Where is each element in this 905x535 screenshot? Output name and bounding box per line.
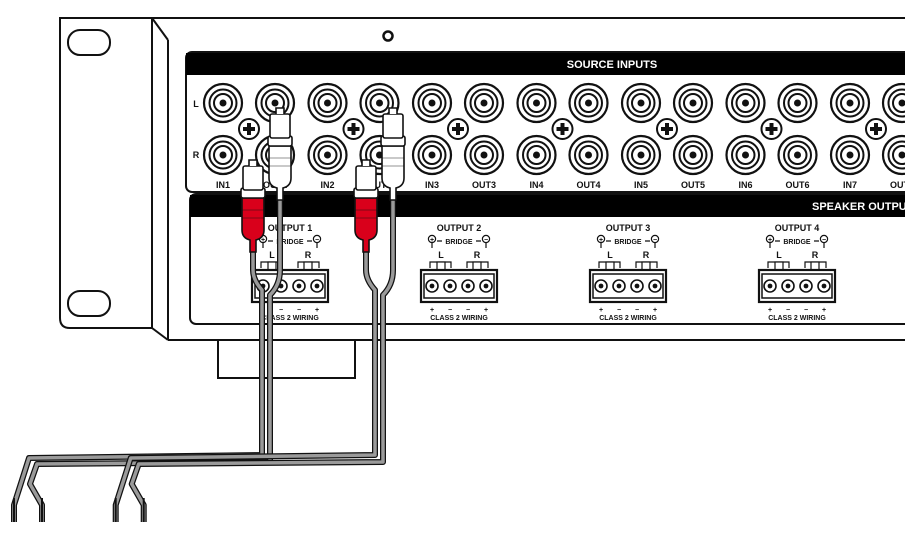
rca-jack-in5[interactable]: IN5 xyxy=(622,84,660,190)
rca-plug-white[interactable] xyxy=(268,108,292,200)
ground-screw-icon[interactable] xyxy=(448,119,468,139)
terminal-left-label: L xyxy=(776,250,782,260)
class2-wiring-label: CLASS 2 WIRING xyxy=(768,315,826,322)
rca-plug-white[interactable] xyxy=(381,108,405,200)
rca-jack-in2[interactable]: IN2 xyxy=(309,84,347,190)
terminal-block[interactable] xyxy=(421,270,497,302)
terminal-block[interactable] xyxy=(590,270,666,302)
terminal-polarity-label: − xyxy=(448,307,452,314)
ground-screw-icon[interactable] xyxy=(553,119,573,139)
terminal-right-label: R xyxy=(643,250,650,260)
rca-jack-label: OUT7 xyxy=(890,180,905,190)
rca-jack-label: OUT6 xyxy=(785,180,809,190)
terminal-polarity-label: − xyxy=(279,307,283,314)
terminal-polarity-label: + xyxy=(484,307,488,314)
bridge-plus-label: + xyxy=(430,237,434,244)
speaker-output-title: OUTPUT 2 xyxy=(437,223,482,233)
rca-jack-in1[interactable]: IN1 xyxy=(204,84,242,190)
rca-jack-out6[interactable]: OUT6 xyxy=(779,84,817,190)
rack-ear xyxy=(60,18,168,340)
source-inputs-bar xyxy=(186,53,905,75)
right-channel-label: R xyxy=(193,150,200,160)
speaker-outputs-title: SPEAKER OUTPUTS xyxy=(812,201,905,213)
bridge-label: BRIDGE xyxy=(445,239,473,246)
class2-wiring-label: CLASS 2 WIRING xyxy=(599,315,657,322)
rca-jack-label: OUT5 xyxy=(681,180,705,190)
bridge-plus-label: + xyxy=(599,237,603,244)
terminal-left-label: L xyxy=(607,250,613,260)
terminal-polarity-label: + xyxy=(768,307,772,314)
rca-jack-label: OUT3 xyxy=(472,180,496,190)
rca-jack-label: IN3 xyxy=(425,180,439,190)
speaker-output-title: OUTPUT 1 xyxy=(268,223,313,233)
terminal-polarity-label: + xyxy=(430,307,434,314)
rca-jack-in4[interactable]: IN4 xyxy=(518,84,556,190)
terminal-left-label: L xyxy=(269,250,275,260)
terminal-polarity-label: + xyxy=(315,307,319,314)
terminal-polarity-label: − xyxy=(804,307,808,314)
rca-jack-out7[interactable]: OUT7 xyxy=(883,84,905,190)
rca-jack-label: OUT4 xyxy=(576,180,600,190)
terminal-polarity-label: − xyxy=(297,307,301,314)
terminal-right-label: R xyxy=(474,250,481,260)
ground-screw-icon[interactable] xyxy=(762,119,782,139)
rca-jack-label: IN5 xyxy=(634,180,648,190)
rca-jack-label: IN6 xyxy=(738,180,752,190)
terminal-polarity-label: − xyxy=(786,307,790,314)
terminal-polarity-label: + xyxy=(653,307,657,314)
ground-screw-icon[interactable] xyxy=(239,119,259,139)
ground-screw-icon[interactable] xyxy=(657,119,677,139)
rca-plug-red[interactable] xyxy=(241,160,265,252)
terminal-polarity-label: + xyxy=(599,307,603,314)
speaker-output-title: OUTPUT 3 xyxy=(606,223,651,233)
terminal-right-label: R xyxy=(305,250,312,260)
bridge-label: BRIDGE xyxy=(614,239,642,246)
rca-jack-out4[interactable]: OUT4 xyxy=(570,84,608,190)
rca-jack-in3[interactable]: IN3 xyxy=(413,84,451,190)
bridge-minus-label: − xyxy=(315,237,319,244)
rca-jack-label: IN1 xyxy=(216,180,230,190)
terminal-right-label: R xyxy=(812,250,819,260)
rca-jack-in6[interactable]: IN6 xyxy=(727,84,765,190)
rca-jack-label: IN7 xyxy=(843,180,857,190)
class2-wiring-label: CLASS 2 WIRING xyxy=(430,315,488,322)
bridge-minus-label: − xyxy=(822,237,826,244)
source-inputs-title: SOURCE INPUTS xyxy=(567,59,657,71)
rca-jack-label: IN4 xyxy=(529,180,543,190)
terminal-polarity-label: + xyxy=(822,307,826,314)
rca-plug-red[interactable] xyxy=(354,160,378,252)
rca-jack-out3[interactable]: OUT3 xyxy=(465,84,503,190)
left-channel-label: L xyxy=(193,99,199,109)
terminal-block[interactable] xyxy=(759,270,835,302)
rca-jack-in7[interactable]: IN7 xyxy=(831,84,869,190)
rca-jack-out5[interactable]: OUT5 xyxy=(674,84,712,190)
rca-jack-label: IN2 xyxy=(320,180,334,190)
terminal-left-label: L xyxy=(438,250,444,260)
terminal-polarity-label: − xyxy=(617,307,621,314)
speaker-outputs-bar xyxy=(190,195,905,217)
terminal-polarity-label: − xyxy=(635,307,639,314)
bridge-plus-label: + xyxy=(768,237,772,244)
bridge-minus-label: − xyxy=(484,237,488,244)
bridge-label: BRIDGE xyxy=(783,239,811,246)
ground-screw-icon[interactable] xyxy=(866,119,886,139)
speaker-output-title: OUTPUT 4 xyxy=(775,223,820,233)
terminal-polarity-label: − xyxy=(466,307,470,314)
bridge-minus-label: − xyxy=(653,237,657,244)
ground-screw-icon[interactable] xyxy=(344,119,364,139)
